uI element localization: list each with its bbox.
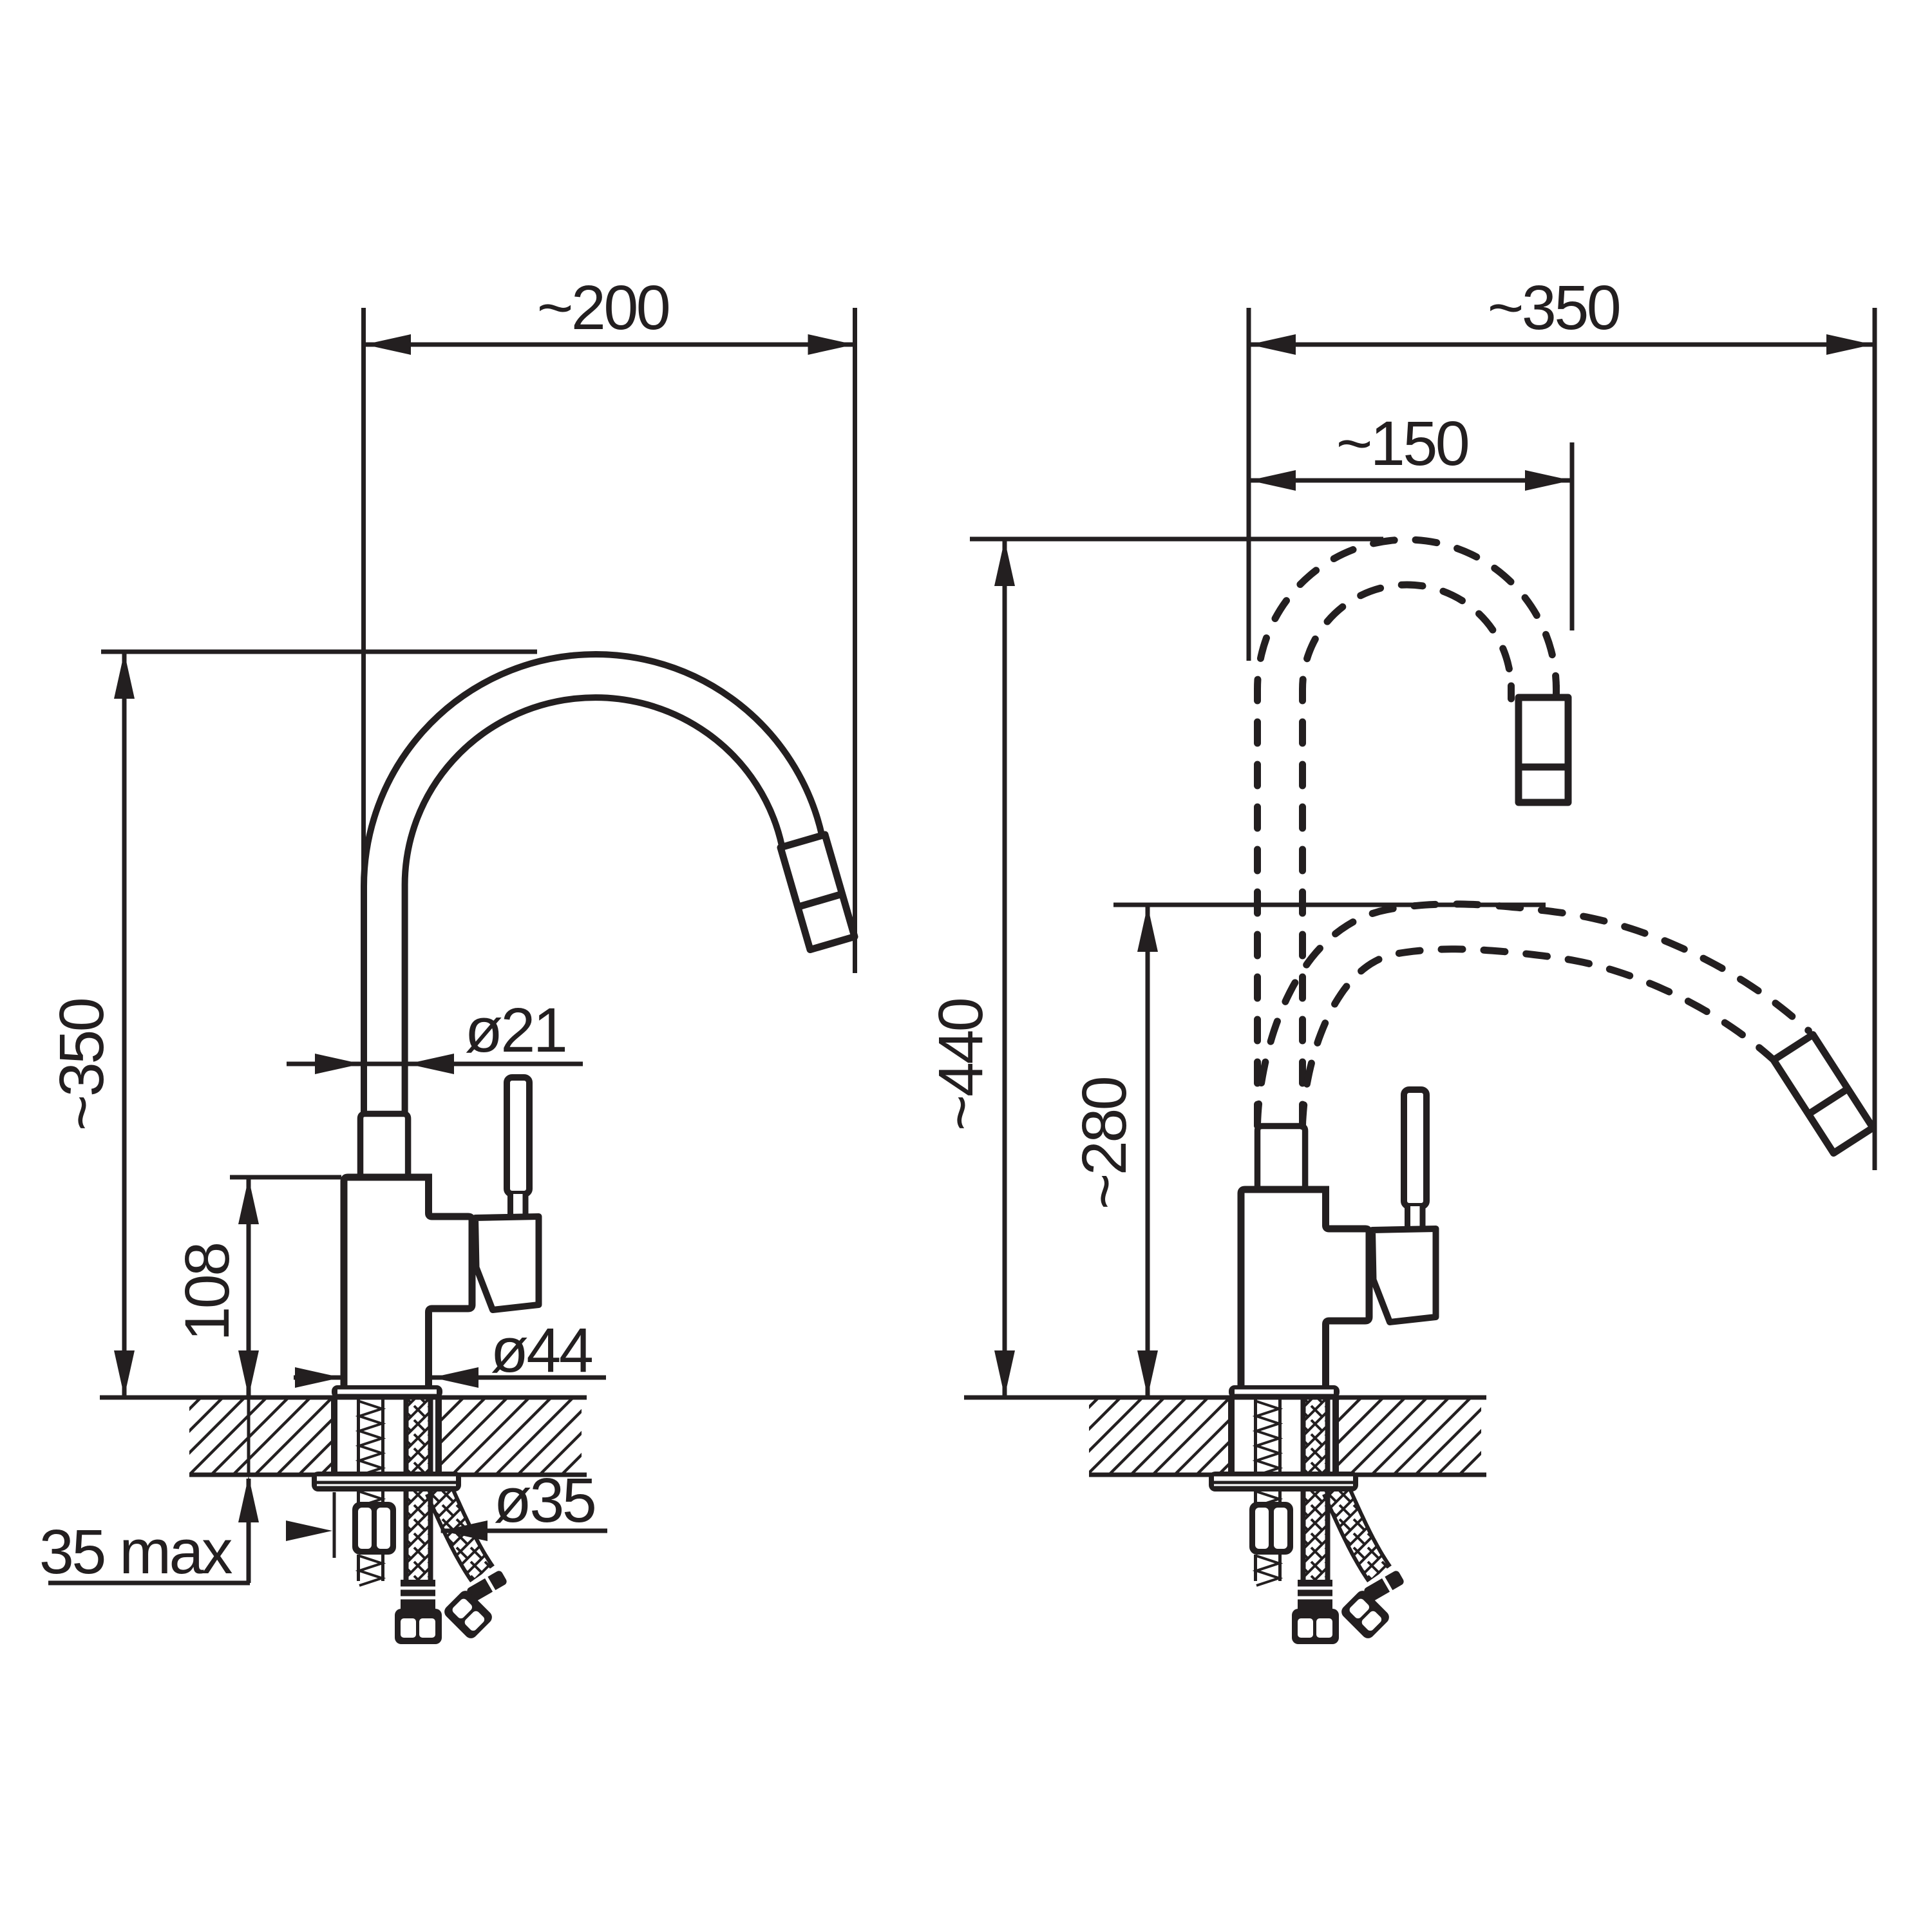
svg-text:ø21: ø21 (465, 995, 566, 1065)
svg-text:35 max: 35 max (39, 1517, 232, 1587)
svg-text:~350: ~350 (46, 999, 117, 1131)
svg-text:~200: ~200 (537, 272, 669, 343)
svg-text:108: 108 (172, 1244, 242, 1341)
svg-text:~150: ~150 (1336, 408, 1468, 478)
svg-text:~350: ~350 (1488, 272, 1620, 343)
svg-text:~440: ~440 (925, 999, 996, 1131)
svg-text:ø44: ø44 (491, 1315, 592, 1385)
svg-text:~280: ~280 (1069, 1077, 1139, 1209)
